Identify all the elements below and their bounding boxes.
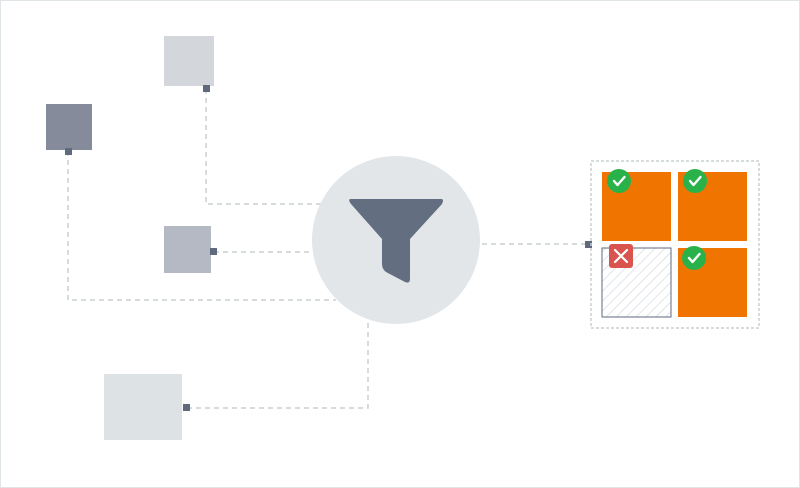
- port-left[interactable]: [65, 148, 72, 155]
- source-node-top[interactable]: [164, 36, 214, 86]
- connector-bottom-to-filter: [187, 323, 369, 409]
- source-node-left[interactable]: [46, 104, 92, 150]
- output-cell-3[interactable]: [601, 247, 672, 318]
- source-node-middle[interactable]: [164, 226, 211, 273]
- port-top[interactable]: [203, 85, 210, 92]
- connector-top-to-filter: [205, 89, 321, 205]
- source-node-bottom[interactable]: [104, 374, 182, 440]
- connectors: [67, 89, 588, 409]
- check-icon: [607, 169, 631, 193]
- funnel-icon: [349, 199, 443, 283]
- check-icon: [683, 169, 707, 193]
- port-output[interactable]: [585, 241, 592, 248]
- ports: [65, 85, 592, 411]
- port-bottom[interactable]: [183, 404, 190, 411]
- check-icon: [682, 246, 706, 270]
- output-grid-frame: [590, 160, 760, 329]
- close-icon: [609, 244, 633, 268]
- port-middle[interactable]: [210, 248, 217, 255]
- connector-left-to-filter: [67, 151, 336, 301]
